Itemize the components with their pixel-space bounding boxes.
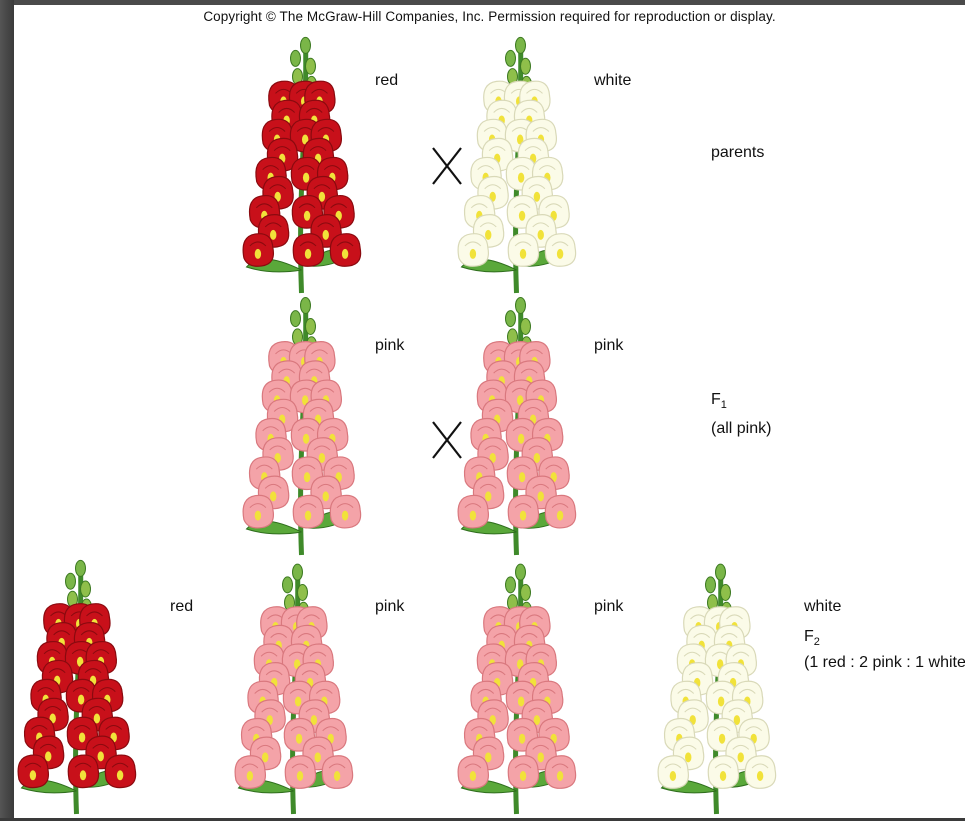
parent-red-label: red xyxy=(375,73,398,90)
snapdragon-plant-drawing xyxy=(454,35,579,295)
copyright-notice: Copyright © The McGraw-Hill Companies, I… xyxy=(14,9,965,24)
snapdragon-plant-drawing xyxy=(239,35,364,295)
slide-canvas: Copyright © The McGraw-Hill Companies, I… xyxy=(14,5,965,818)
f2-pink-plant-2 xyxy=(454,562,579,816)
f2-red-plant xyxy=(14,558,139,816)
snapdragon-plant-drawing xyxy=(14,558,139,816)
snapdragon-plant-drawing xyxy=(239,295,364,557)
snapdragon-plant-drawing xyxy=(454,295,579,557)
f2-pink-plant-1 xyxy=(231,562,356,816)
f2-red-label: red xyxy=(170,599,193,616)
f1-generation-note: (all pink) xyxy=(711,421,771,438)
snapdragon-plant-drawing xyxy=(231,562,356,816)
f2-generation-label: F2 xyxy=(804,629,820,649)
f2-white-label: white xyxy=(804,599,841,616)
parents-generation-label: parents xyxy=(711,145,764,162)
f1-left-label: pink xyxy=(375,338,404,355)
f1-right-label: pink xyxy=(594,338,623,355)
f2-pink-label-1: pink xyxy=(375,599,404,616)
snapdragon-plant-drawing xyxy=(654,562,779,816)
parent-white-label: white xyxy=(594,73,631,90)
snapdragon-plant-drawing xyxy=(454,562,579,816)
parent-red-plant xyxy=(239,35,364,295)
parent-white-plant xyxy=(454,35,579,295)
f1-generation-label: F1 xyxy=(711,392,727,412)
f2-ratio-note: (1 red : 2 pink : 1 white) xyxy=(804,655,965,672)
f1-right-plant xyxy=(454,295,579,557)
slide-edge xyxy=(0,0,14,818)
f1-left-plant xyxy=(239,295,364,557)
f2-white-plant xyxy=(654,562,779,816)
f2-pink-label-2: pink xyxy=(594,599,623,616)
